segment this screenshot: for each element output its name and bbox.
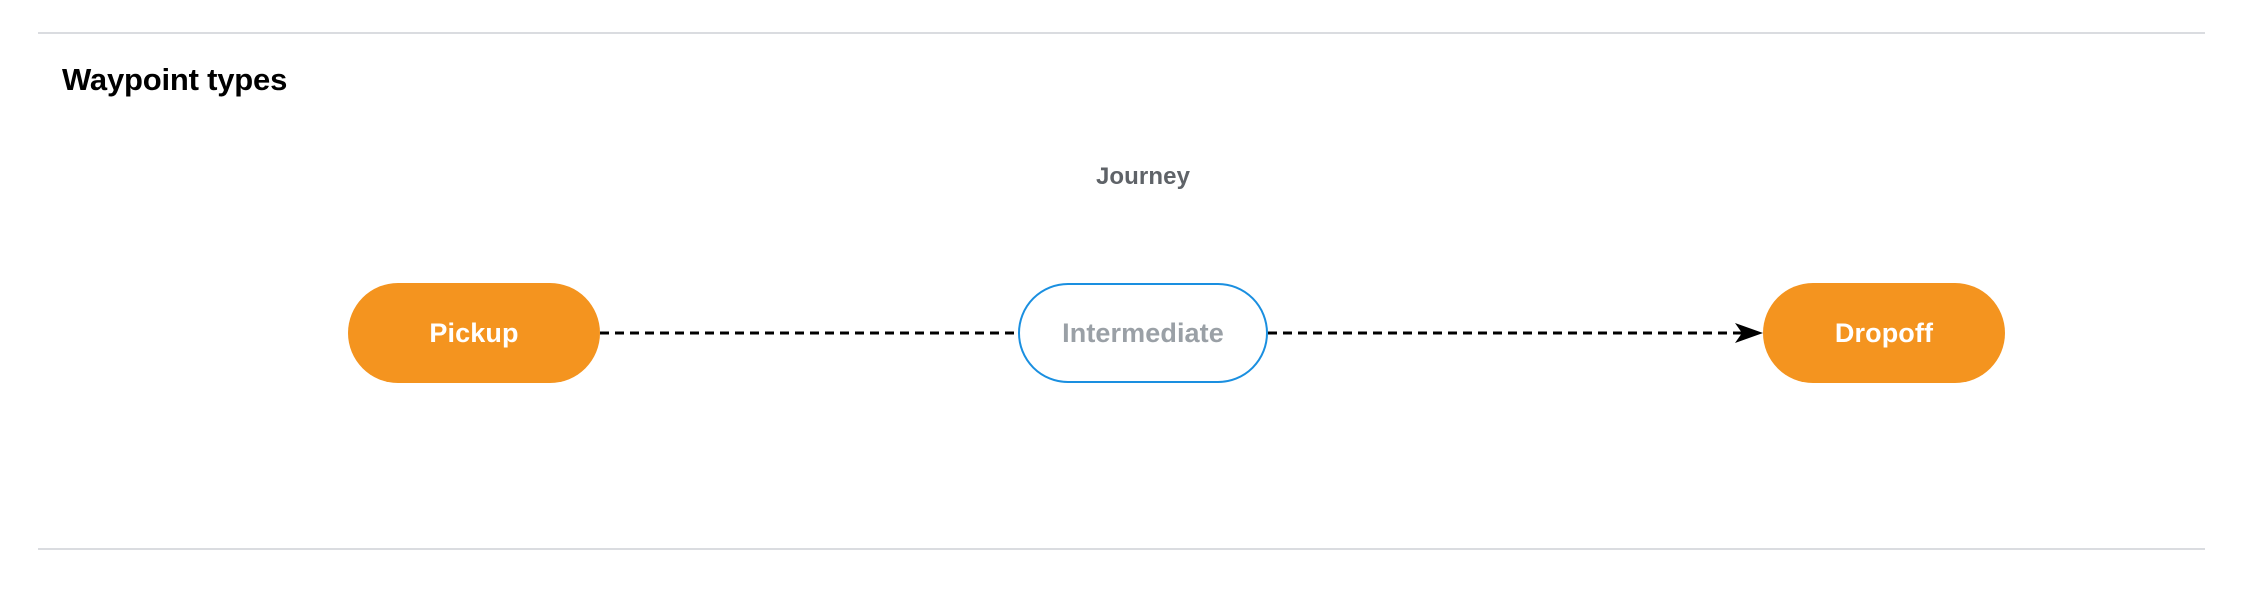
section-divider-top: [38, 32, 2205, 34]
arrowhead-icon: [1735, 323, 1763, 343]
node-pickup[interactable]: Pickup: [348, 283, 600, 383]
journey-group-label: Journey: [1095, 163, 1191, 190]
node-intermediate[interactable]: Intermediate: [1018, 283, 1268, 383]
node-dropoff[interactable]: Dropoff: [1763, 283, 2005, 383]
node-intermediate-label: Intermediate: [1062, 317, 1224, 348]
section-divider-bottom: [38, 548, 2205, 550]
node-pickup-label: Pickup: [429, 317, 519, 348]
page-title: Waypoint types: [62, 62, 288, 97]
node-dropoff-label: Dropoff: [1834, 317, 1934, 348]
